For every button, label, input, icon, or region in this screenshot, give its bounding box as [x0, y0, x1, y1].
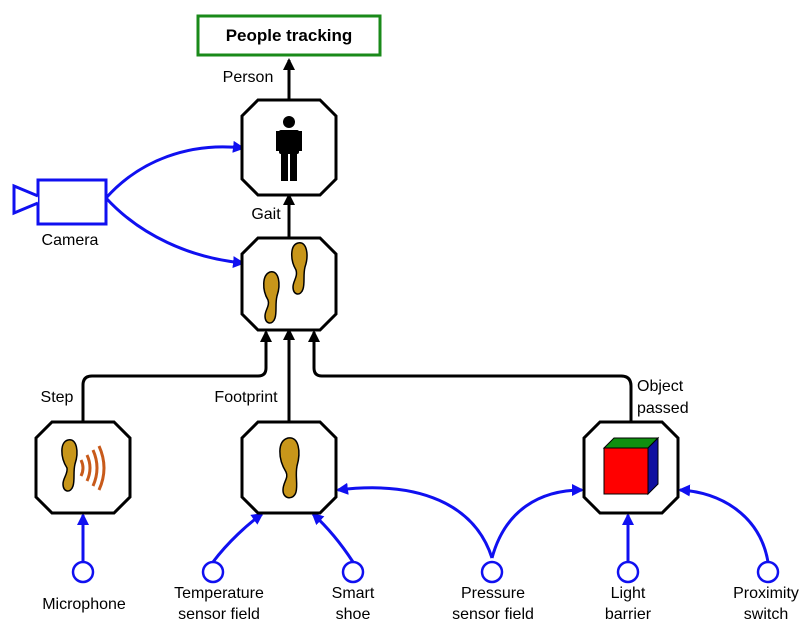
edge-proximity-to-object [678, 484, 770, 563]
edge-shoe-to-footprint [311, 512, 355, 563]
edge-camera-to-person [104, 140, 245, 200]
edge-object-to-gait [308, 330, 633, 422]
microphone-label: Microphone [42, 596, 126, 613]
pressure-sensor-icon [480, 560, 504, 584]
edge-labels: Person Gait Step Footprint Object passed [41, 69, 689, 417]
edge-label-step: Step [41, 389, 74, 406]
edge-pressure-to-object [490, 484, 584, 559]
proximity-label-line1: Proximity [733, 585, 799, 602]
cube-icon [602, 436, 660, 496]
edge-label-gait: Gait [251, 206, 281, 223]
footprint-icon [279, 437, 300, 499]
edge-temperature-to-footprint [211, 512, 264, 563]
proximity-label-line2: switch [744, 606, 788, 623]
smart-shoe-label-line2: shoe [336, 606, 371, 623]
camera-icon [12, 178, 108, 226]
temperature-label-line1: Temperature [174, 585, 264, 602]
step-sound-icon [61, 439, 106, 492]
smart-shoe-sensor-icon [341, 560, 365, 584]
smart-shoe-label-line1: Smart [332, 585, 375, 602]
edge-label-footprint: Footprint [214, 389, 278, 406]
edges-black [81, 58, 633, 422]
pressure-label-line2: sensor field [452, 606, 534, 623]
object-node [582, 420, 680, 515]
edge-label-person: Person [223, 69, 274, 86]
light-barrier-sensor-icon [616, 560, 640, 584]
person-node [240, 98, 338, 197]
sensor-labels: Camera Microphone Temperature sensor fie… [42, 232, 799, 623]
pressure-label-line1: Pressure [461, 585, 525, 602]
temperature-label-line2: sensor field [178, 606, 260, 623]
footprints-icon [263, 242, 308, 324]
person-icon [276, 116, 302, 181]
people-tracking-title: People tracking [226, 26, 353, 45]
people-tracking-box: People tracking [196, 14, 382, 57]
edge-step-to-gait [81, 330, 272, 422]
light-barrier-label-line2: barrier [605, 606, 652, 623]
sensor-nodes [71, 560, 780, 584]
light-barrier-label-line1: Light [611, 585, 646, 602]
camera-label: Camera [42, 232, 99, 249]
step-node [34, 420, 132, 515]
microphone-sensor-icon [71, 560, 95, 584]
footprint-node [240, 420, 338, 515]
edges-blue [77, 140, 770, 563]
proximity-sensor-icon [756, 560, 780, 584]
edge-label-object-line2: passed [637, 400, 689, 417]
edge-pressure-to-footprint [336, 482, 494, 559]
edge-label-object-line1: Object [637, 378, 684, 395]
gait-node [240, 236, 338, 332]
temperature-sensor-icon [201, 560, 225, 584]
edge-camera-to-gait [104, 196, 245, 269]
